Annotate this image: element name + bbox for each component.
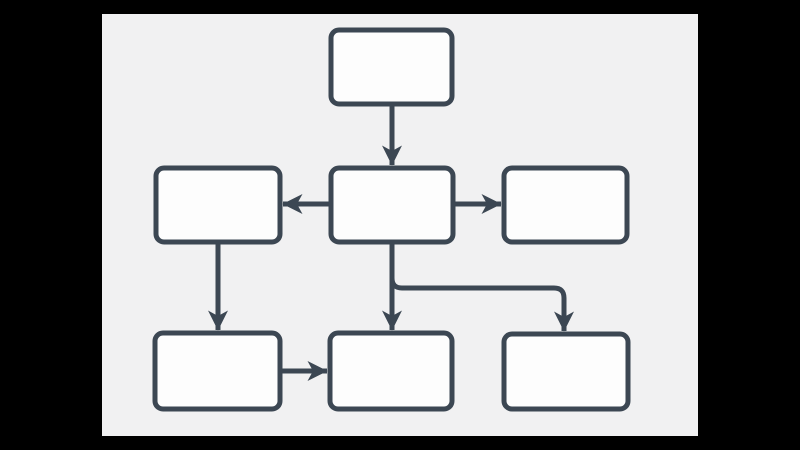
flowchart-node-bottom-center[interactable] — [327, 330, 455, 412]
node-shape-bottom-right[interactable] — [501, 331, 631, 412]
node-shape-top[interactable] — [328, 27, 455, 107]
flowchart-node-bottom-right[interactable] — [501, 331, 631, 412]
nodes-layer — [152, 27, 631, 412]
flowchart-node-bottom-left[interactable] — [152, 330, 283, 412]
node-shape-mid-center[interactable] — [328, 165, 456, 245]
node-shape-bottom-left[interactable] — [152, 330, 283, 412]
diagram-canvas[interactable] — [102, 14, 698, 436]
flowchart-svg — [152, 27, 631, 412]
flowchart-node-mid-right[interactable] — [501, 165, 630, 245]
node-shape-mid-left[interactable] — [153, 165, 283, 245]
flowchart-node-mid-center[interactable] — [328, 165, 456, 245]
edges-layer — [208, 106, 574, 381]
flowchart-node-top[interactable] — [328, 27, 455, 107]
node-shape-mid-right[interactable] — [501, 165, 630, 245]
flowchart-node-mid-left[interactable] — [153, 165, 283, 245]
edge-mid-center-to-bottom-right[interactable] — [389, 242, 574, 332]
node-shape-bottom-center[interactable] — [327, 330, 455, 412]
